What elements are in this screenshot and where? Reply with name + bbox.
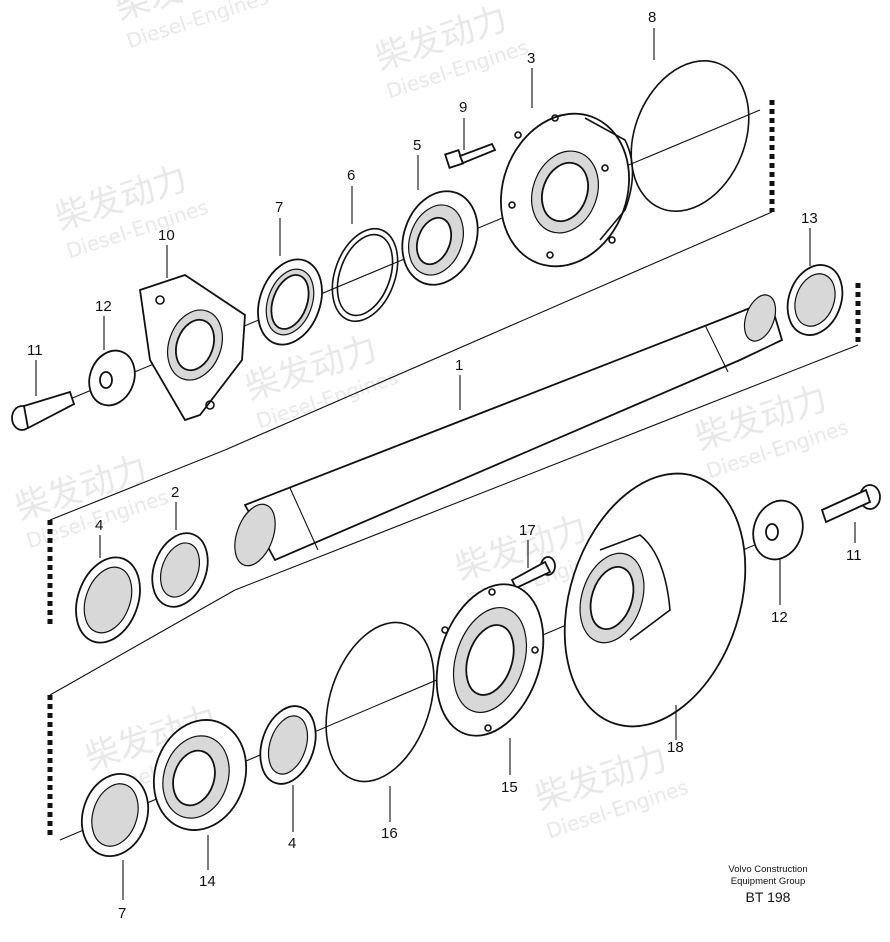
part-16-o-ring[interactable]	[307, 609, 453, 796]
credit-line-1: Volvo Construction	[728, 864, 807, 875]
part-12-washer-bottom[interactable]	[745, 494, 811, 567]
part-11-bolt-bottom[interactable]	[820, 484, 881, 524]
part-18-flange-disc[interactable]	[534, 450, 776, 750]
callout-7-bottom: 7	[118, 905, 126, 922]
callout-2: 2	[171, 484, 179, 501]
part-1-shaft[interactable]	[227, 291, 784, 572]
part-12-washer-top[interactable]	[82, 344, 142, 412]
callout-12-bottom: 12	[771, 609, 788, 626]
top-assembly-axis	[19, 109, 761, 421]
callout-11-top: 11	[27, 342, 43, 359]
callout-4-upper: 4	[95, 517, 103, 534]
callout-18: 18	[667, 739, 684, 756]
callout-labels: 8 3 9 5 6 7 10 12 11 13 1 2 4 17 11 12 1…	[27, 9, 862, 922]
callout-11-bottom: 11	[846, 547, 862, 564]
part-15-seal-housing[interactable]	[418, 570, 561, 749]
part-3-bearing-housing[interactable]	[480, 95, 650, 284]
part-5-roller-bearing[interactable]	[390, 181, 490, 296]
part-13-seal-ring[interactable]	[778, 257, 851, 342]
callout-4-lower: 4	[288, 835, 296, 852]
part-14-ball-bearing[interactable]	[140, 708, 260, 842]
leader-lines	[35, 28, 856, 900]
callout-1: 1	[455, 357, 463, 374]
callout-10: 10	[158, 227, 175, 244]
part-2-bushing[interactable]	[143, 525, 218, 614]
watermark-layer: 柴发动力 Diesel-Engines 柴发动力 Diesel-Engines …	[10, 0, 851, 843]
part-7-seal-top[interactable]	[247, 250, 333, 353]
callout-8: 8	[648, 9, 656, 26]
callout-7-top: 7	[275, 199, 283, 216]
callout-15: 15	[501, 779, 518, 796]
dashed-frame-left	[47, 449, 236, 838]
callout-14: 14	[199, 873, 216, 890]
part-4-seal-lower[interactable]	[251, 699, 325, 791]
part-10-companion-flange[interactable]	[139, 274, 246, 422]
callout-3: 3	[527, 50, 535, 67]
drawing-code: BT 198	[746, 889, 791, 905]
part-11-bolt-top[interactable]	[11, 390, 76, 431]
credit-block: Volvo Construction Equipment Group BT 19…	[728, 864, 807, 905]
callout-12-top: 12	[95, 298, 112, 315]
part-8-o-ring[interactable]	[610, 43, 770, 229]
callout-17: 17	[519, 522, 536, 539]
dashed-frame-top	[224, 100, 861, 591]
callout-5: 5	[413, 137, 421, 154]
part-4-seal-upper[interactable]	[65, 548, 151, 651]
part-7-seal-bottom[interactable]	[72, 765, 159, 865]
part-6-snap-ring[interactable]	[320, 220, 409, 331]
callout-13: 13	[801, 210, 818, 227]
callout-9: 9	[459, 99, 467, 116]
part-9-bolt[interactable]	[444, 142, 497, 169]
callout-16: 16	[381, 825, 398, 842]
callout-6: 6	[347, 167, 355, 184]
credit-line-2: Equipment Group	[731, 876, 805, 887]
